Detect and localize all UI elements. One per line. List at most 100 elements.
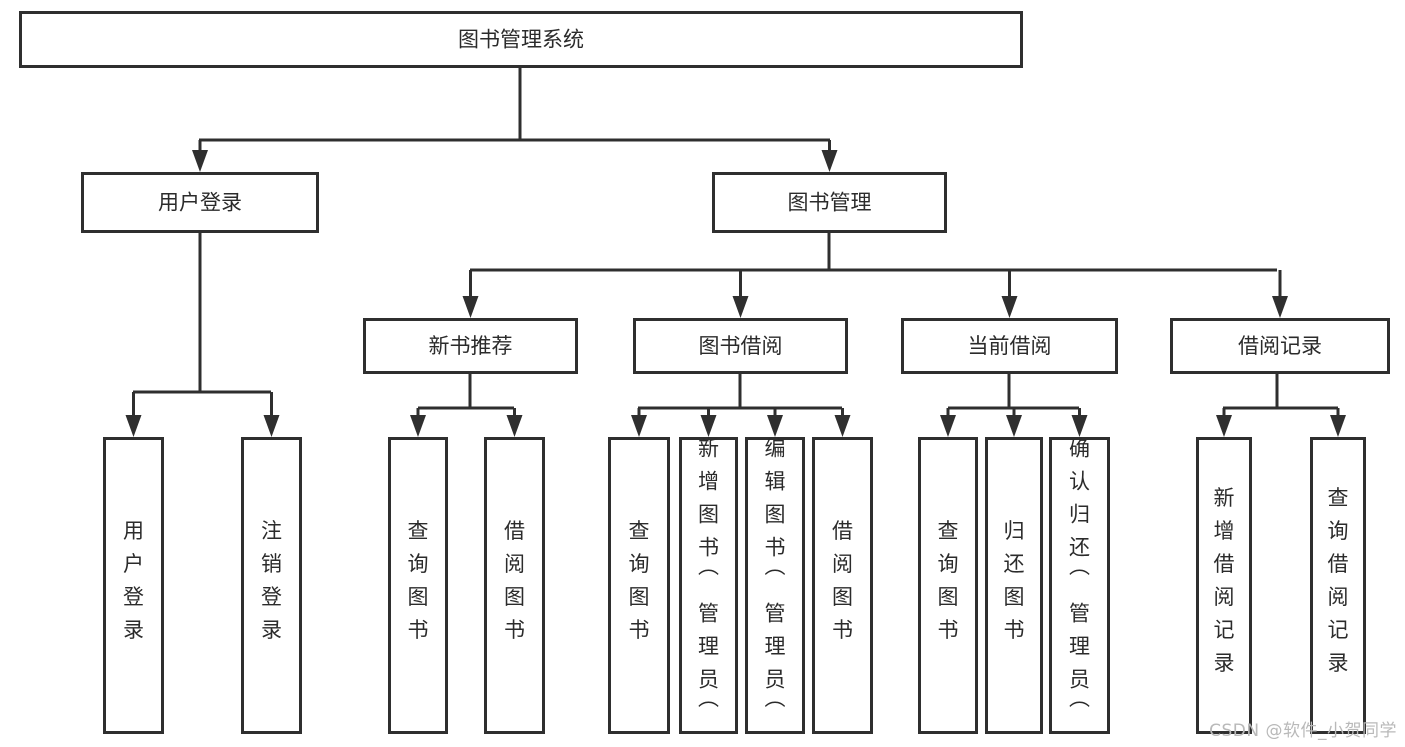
node-leaf-query-record[interactable]: 查询借阅记录: [1310, 437, 1366, 734]
csdn-watermark: CSDN @软件_小贺同学: [1209, 721, 1397, 741]
connector-layer: [125, 68, 1346, 437]
edge-root-to-user-login: [192, 140, 208, 172]
edge-book-borrow-to-leaf-add-book: [700, 408, 717, 437]
node-leaf-query-book-borrow[interactable]: 查询图书: [608, 437, 670, 734]
connector-bar-book-manage: [470, 233, 1277, 272]
node-borrow-record[interactable]: 借阅记录: [1170, 318, 1390, 374]
node-label: 注销登录: [261, 519, 282, 642]
arrow-head-icon: [767, 415, 783, 437]
edge-current-borrow-to-leaf-query-book-current: [940, 408, 956, 437]
node-box: [633, 318, 848, 374]
node-leaf-logout[interactable]: 注销登录: [241, 437, 302, 734]
edge-current-borrow-to-leaf-return-book: [1006, 408, 1022, 437]
node-leaf-user-login[interactable]: 用户登录: [103, 437, 164, 734]
node-current-borrow[interactable]: 当前借阅: [901, 318, 1118, 374]
connector-bar-root: [199, 68, 830, 142]
node-label: 编辑图书⌒管理员⌒: [765, 437, 786, 725]
node-box: [985, 437, 1043, 734]
node-leaf-edit-book[interactable]: 编辑图书⌒管理员⌒: [745, 437, 805, 734]
node-box: [918, 437, 978, 734]
arrow-head-icon: [263, 415, 280, 437]
node-box: [712, 172, 947, 233]
node-leaf-borrow-book[interactable]: 借阅图书: [812, 437, 873, 734]
node-root[interactable]: 图书管理系统: [19, 11, 1023, 68]
node-label: 用户登录: [158, 191, 242, 215]
arrow-head-icon: [1001, 296, 1018, 318]
node-label: 查询借阅记录: [1328, 486, 1349, 675]
node-box: [363, 318, 578, 374]
node-leaf-borrow-book-rec[interactable]: 借阅图书: [484, 437, 545, 734]
node-label: 新增图书⌒管理员⌒: [698, 437, 719, 725]
node-leaf-return-book[interactable]: 归还图书: [985, 437, 1043, 734]
arrow-head-icon: [1071, 415, 1088, 437]
node-book-borrow[interactable]: 图书借阅: [633, 318, 848, 374]
node-new-book-rec[interactable]: 新书推荐: [363, 318, 578, 374]
edge-book-manage-to-new-book-rec: [462, 270, 479, 318]
node-label: 归还图书: [1004, 519, 1025, 642]
edge-book-manage-to-book-borrow: [732, 270, 749, 318]
node-box: [608, 437, 670, 734]
edge-user-login-to-leaf-user-login: [125, 392, 142, 437]
node-leaf-add-book[interactable]: 新增图书⌒管理员⌒: [679, 437, 738, 734]
edge-book-borrow-to-leaf-query-book-borrow: [631, 408, 647, 437]
edge-book-manage-to-borrow-record: [1272, 270, 1288, 318]
arrow-head-icon: [700, 415, 717, 437]
arrow-head-icon: [192, 150, 208, 172]
arrow-head-icon: [125, 415, 142, 437]
connector-bar-book-borrow: [638, 374, 842, 410]
node-leaf-add-record[interactable]: 新增借阅记录: [1196, 437, 1252, 734]
node-label: 图书管理: [788, 191, 872, 215]
node-box: [901, 318, 1118, 374]
node-layer: 图书管理系统用户登录图书管理新书推荐图书借阅当前借阅借阅记录用户登录注销登录查询…: [19, 11, 1390, 734]
node-leaf-query-book-current[interactable]: 查询图书: [918, 437, 978, 734]
edge-borrow-record-to-leaf-add-record: [1216, 408, 1232, 437]
node-label: 借阅记录: [1238, 334, 1322, 358]
node-user-login[interactable]: 用户登录: [81, 172, 319, 233]
connector-bar-borrow-record: [1223, 374, 1338, 410]
arrow-head-icon: [1330, 415, 1346, 437]
node-label: 图书管理系统: [458, 28, 584, 52]
node-label: 查询图书: [408, 519, 429, 642]
node-box: [241, 437, 302, 734]
arrow-head-icon: [506, 415, 523, 437]
edge-borrow-record-to-leaf-query-record: [1330, 408, 1346, 437]
edge-book-manage-to-current-borrow: [1001, 270, 1018, 318]
edge-book-borrow-to-leaf-borrow-book: [834, 408, 851, 437]
edge-new-book-rec-to-leaf-borrow-book-rec: [506, 408, 523, 437]
connector-bar-current-borrow: [948, 374, 1079, 410]
node-box: [19, 11, 1023, 68]
arrow-head-icon: [1006, 415, 1022, 437]
arrow-head-icon: [1216, 415, 1232, 437]
connector-bar-user-login: [133, 233, 271, 394]
node-box: [103, 437, 164, 734]
node-box: [1049, 437, 1110, 734]
arrow-head-icon: [940, 415, 956, 437]
node-leaf-confirm-return[interactable]: 确认归还⌒管理员⌒: [1049, 437, 1110, 734]
node-label: 借阅图书: [832, 519, 853, 642]
arrow-head-icon: [631, 415, 647, 437]
arrow-head-icon: [410, 415, 426, 437]
node-box: [1170, 318, 1390, 374]
node-label: 当前借阅: [968, 334, 1052, 358]
arrow-head-icon: [821, 150, 838, 172]
node-book-manage[interactable]: 图书管理: [712, 172, 947, 233]
node-leaf-query-book-rec[interactable]: 查询图书: [388, 437, 448, 734]
arrow-head-icon: [834, 415, 851, 437]
edge-book-borrow-to-leaf-edit-book: [767, 408, 783, 437]
node-label: 借阅图书: [504, 519, 525, 642]
node-label: 新书推荐: [429, 334, 513, 358]
node-box: [81, 172, 319, 233]
node-box: [1310, 437, 1366, 734]
node-box: [1196, 437, 1252, 734]
edge-current-borrow-to-leaf-confirm-return: [1071, 408, 1088, 437]
arrow-head-icon: [732, 296, 749, 318]
arrow-head-icon: [462, 296, 479, 318]
node-label: 确认归还⌒管理员⌒: [1069, 437, 1090, 725]
node-box: [745, 437, 805, 734]
edge-root-to-book-manage: [821, 140, 838, 172]
node-box: [388, 437, 448, 734]
node-label: 查询图书: [629, 519, 650, 642]
node-label: 图书借阅: [699, 334, 783, 358]
